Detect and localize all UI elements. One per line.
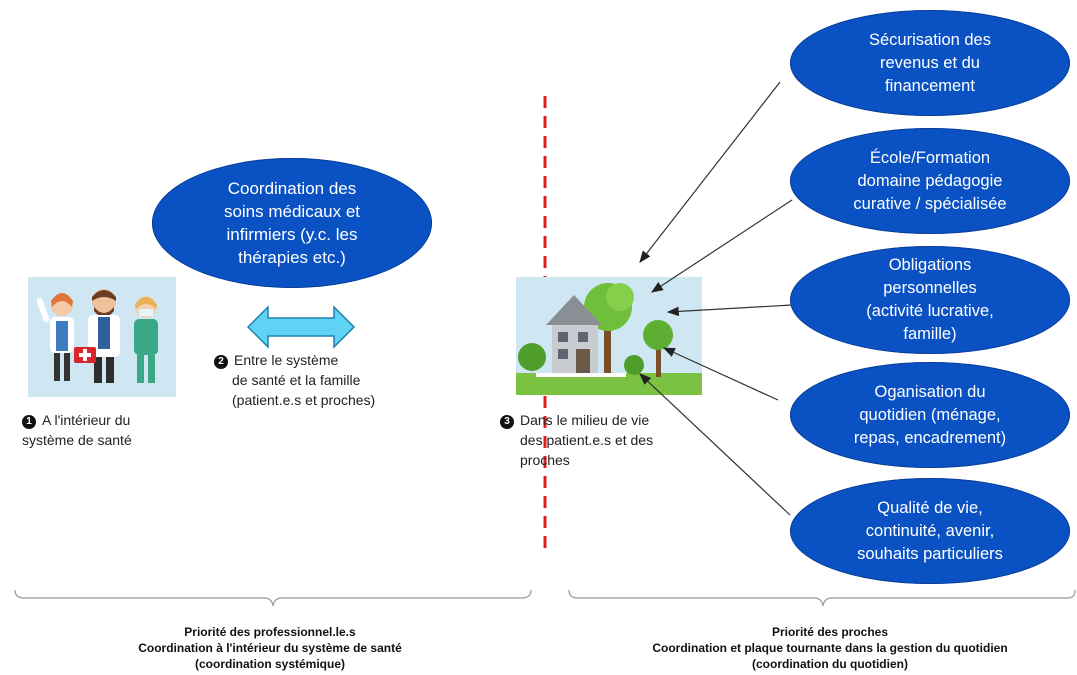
bubble-ecole: École/Formation domaine pédagogie curati… <box>790 128 1070 234</box>
step-1-line2: système de santé <box>22 432 132 448</box>
step-2-label: 2 Entre le système de santé et la famille… <box>214 350 434 410</box>
home-scene-illustration <box>516 277 702 395</box>
arrow-ecole <box>650 199 793 293</box>
caption-right-line2: Coordination et plaque tournante dans la… <box>652 641 1008 655</box>
bubble-organisation: Oganisation du quotidien (ménage, repas,… <box>790 362 1070 468</box>
healthcare-team-illustration <box>28 277 176 397</box>
bubble-obligations: Obligations personnelles (activité lucra… <box>790 246 1070 354</box>
step-3-label: 3 Dans le milieu de vie des patient.e.s e… <box>500 410 710 470</box>
bubble-qualite: Qualité de vie, continuité, avenir, souh… <box>790 478 1070 584</box>
step-3-badge: 3 <box>500 415 514 429</box>
step-1-line1: A l'intérieur du <box>42 412 131 428</box>
bubble-ecole-text: École/Formation domaine pédagogie curati… <box>853 148 1007 213</box>
arrow-organisation <box>662 347 779 401</box>
bubble-organisation-text: Oganisation du quotidien (ménage, repas,… <box>853 382 1007 447</box>
step-2-line1: Entre le système <box>234 352 339 368</box>
brace-right <box>568 589 1076 607</box>
bubble-qualite-text: Qualité de vie, continuité, avenir, souh… <box>857 498 1003 563</box>
arrow-revenus <box>639 81 781 263</box>
bubble-coordination-soins: Coordination des soins médicaux et infir… <box>152 158 432 288</box>
double-arrow-icon <box>246 305 356 349</box>
caption-left: Priorité des professionnel.le.s Coordina… <box>60 624 480 672</box>
bubble-obligations-text: Obligations personnelles (activité lucra… <box>866 256 994 343</box>
step-1-badge: 1 <box>22 415 36 429</box>
step-2-badge: 2 <box>214 355 228 369</box>
caption-left-line3: (coordination systémique) <box>194 657 346 671</box>
brace-left <box>14 589 532 607</box>
bubble-revenus-text: Sécurisation des revenus et du financeme… <box>869 30 991 95</box>
step-3-line3: proches <box>520 452 570 468</box>
arrow-qualite <box>639 373 791 516</box>
bubble-revenus: Sécurisation des revenus et du financeme… <box>790 10 1070 116</box>
step-2-line3: (patient.e.s et proches) <box>232 392 376 408</box>
arrow-obligations <box>666 304 793 317</box>
caption-left-title: Priorité des professionnel.le.s <box>184 625 356 639</box>
caption-left-line2: Coordination à l'intérieur du système de… <box>138 641 402 655</box>
step-1-label: 1 A l'intérieur du système de santé <box>22 410 182 450</box>
step-3-line2: des patient.e.s et des <box>520 432 654 448</box>
caption-right-line3: (coordination du quotidien) <box>752 657 908 671</box>
step-2-line2: de santé et la famille <box>232 372 361 388</box>
caption-right-title: Priorité des proches <box>771 625 889 639</box>
caption-right: Priorité des proches Coordination et pla… <box>590 624 1070 672</box>
bubble-coordination-soins-text: Coordination des soins médicaux et infir… <box>223 179 361 267</box>
step-3-line1: Dans le milieu de vie <box>520 412 650 428</box>
